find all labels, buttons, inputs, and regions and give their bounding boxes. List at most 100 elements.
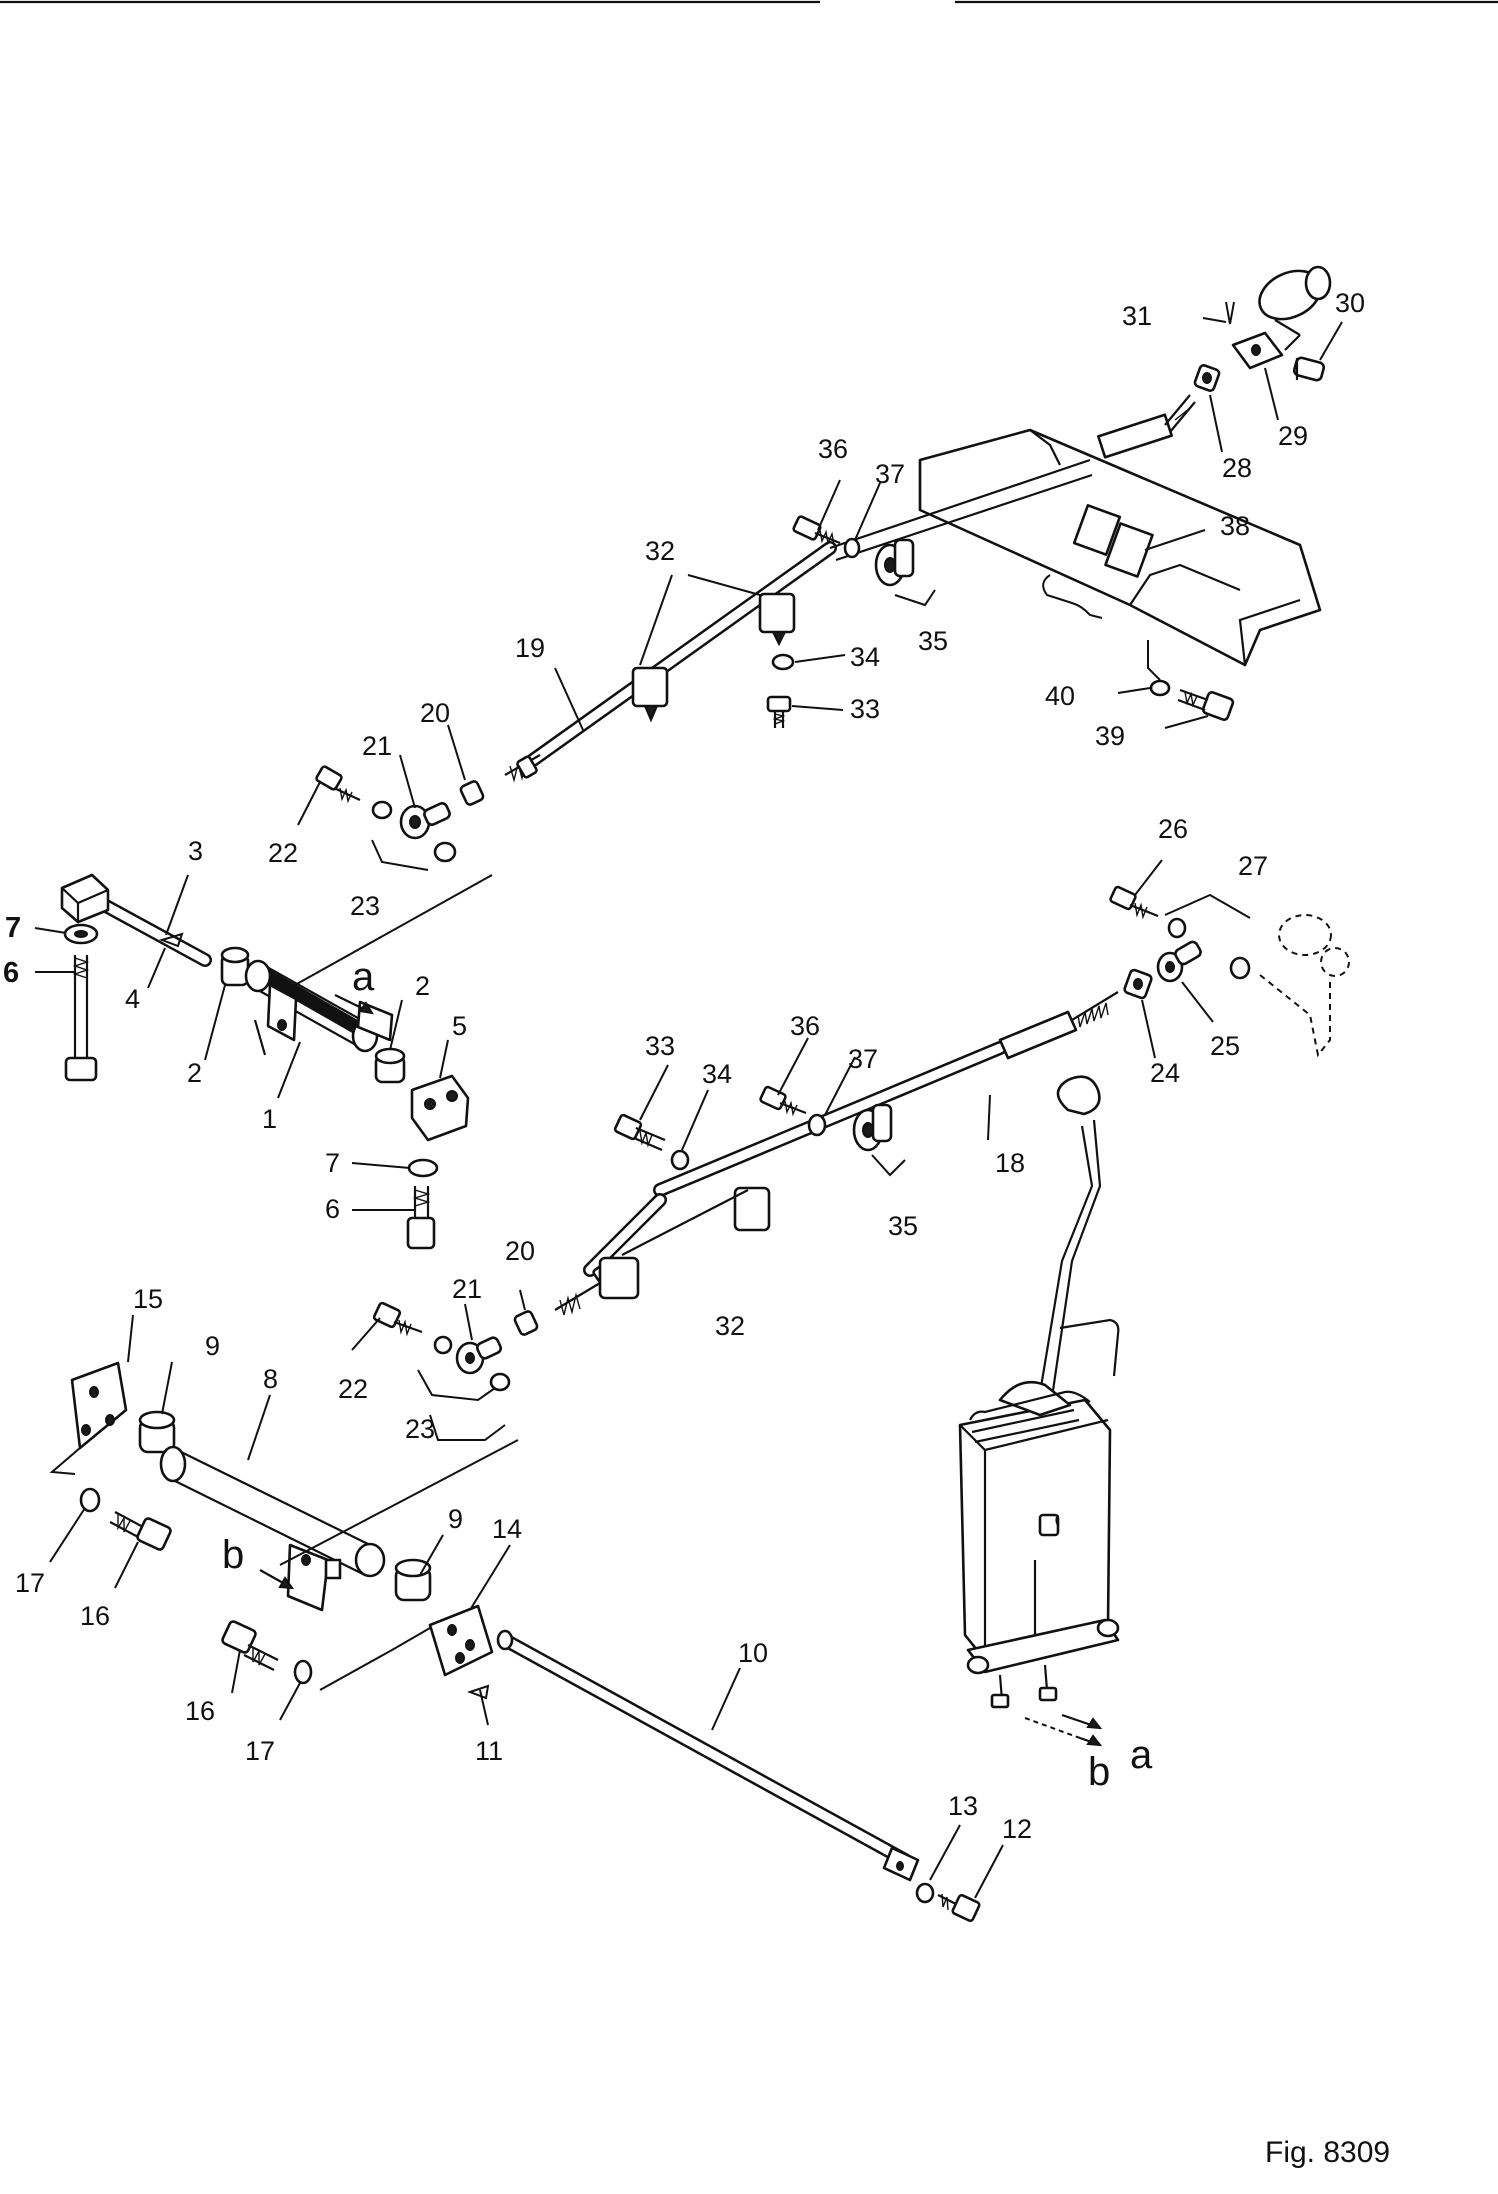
label-36-lower: 36 xyxy=(790,1011,820,1041)
label-2-left: 2 xyxy=(187,1058,202,1088)
view-letter-a-box: a xyxy=(1130,1733,1153,1777)
nut-20-upper xyxy=(459,780,485,806)
rod-end-21-lower xyxy=(455,1336,503,1375)
label-20-upper: 20 xyxy=(420,698,450,728)
label-24: 24 xyxy=(1150,1058,1180,1088)
pin-30 xyxy=(1292,356,1326,382)
label-7-left: 7 xyxy=(5,912,21,944)
clamp-35-lower xyxy=(852,1103,893,1152)
label-6-right: 6 xyxy=(325,1194,340,1224)
label-12: 12 xyxy=(1002,1814,1032,1844)
label-30: 30 xyxy=(1335,288,1365,318)
label-22-upper: 22 xyxy=(268,838,298,868)
bolt-39 xyxy=(1177,688,1235,721)
nut-24 xyxy=(1123,968,1153,1000)
label-29: 29 xyxy=(1278,421,1308,451)
plate-14 xyxy=(428,1604,494,1677)
view-arrows-control-box xyxy=(1024,1713,1103,1747)
bolt-16-right xyxy=(221,1620,279,1671)
label-10: 10 xyxy=(738,1638,768,1668)
rod-10 xyxy=(496,1629,920,1882)
washer-23a-upper xyxy=(371,800,393,820)
label-19: 19 xyxy=(515,633,545,663)
bolt-33-lower xyxy=(613,1113,666,1152)
washer-23b-lower xyxy=(489,1372,511,1392)
leader-dash-upper xyxy=(294,839,493,986)
washer-40 xyxy=(1149,679,1171,697)
bolt-22-lower xyxy=(372,1301,423,1337)
label-22-lower: 22 xyxy=(338,1374,368,1404)
label-28: 28 xyxy=(1222,453,1252,483)
label-23-upper: 23 xyxy=(350,891,380,921)
label-8: 8 xyxy=(263,1364,278,1394)
label-39: 39 xyxy=(1095,721,1125,751)
label-38: 38 xyxy=(1220,511,1250,541)
cotter-pin-31 xyxy=(1225,301,1235,325)
upper-lever-clevis xyxy=(1258,265,1332,351)
washer-27b xyxy=(1229,956,1251,980)
leader-lines xyxy=(34,317,1343,1899)
part-labels: 30 31 29 28 38 36 37 32 19 34 33 35 40 3… xyxy=(3,288,1365,1844)
key-4 xyxy=(158,932,184,948)
washer-23a-lower xyxy=(433,1335,453,1355)
label-35-upper: 35 xyxy=(918,626,948,656)
bolt-36-lower xyxy=(759,1085,807,1117)
yoke-29 xyxy=(1231,331,1284,370)
label-18: 18 xyxy=(995,1148,1025,1178)
label-21-lower: 21 xyxy=(452,1274,482,1304)
label-33-upper: 33 xyxy=(850,694,880,724)
upper-bracket-frame xyxy=(918,428,1322,667)
label-23-lower: 23 xyxy=(405,1414,435,1444)
bolt-12 xyxy=(937,1893,981,1923)
leader-40 xyxy=(1147,640,1161,681)
label-33-lower: 33 xyxy=(645,1031,675,1061)
label-31: 31 xyxy=(1122,301,1152,331)
figure-label: Fig. 8309 xyxy=(1265,2136,1390,2169)
bushing-9-left xyxy=(138,1410,176,1454)
label-34-upper: 34 xyxy=(850,642,880,672)
washer-34-upper xyxy=(771,653,795,671)
label-1: 1 xyxy=(262,1104,277,1134)
bolt-16-left xyxy=(109,1511,172,1551)
clamp-32-lower xyxy=(598,1186,771,1300)
washer-17-left xyxy=(79,1487,101,1513)
bolt-6-right xyxy=(406,1186,436,1250)
label-26: 26 xyxy=(1158,814,1188,844)
label-40: 40 xyxy=(1045,681,1075,711)
label-32-lower: 32 xyxy=(715,1311,745,1341)
label-21-upper: 21 xyxy=(362,731,392,761)
bushing-2-right xyxy=(374,1047,406,1084)
view-letter-b-box: b xyxy=(1088,1750,1110,1794)
label-2-right: 2 xyxy=(415,971,430,1001)
label-34-lower: 34 xyxy=(702,1059,732,1089)
label-6-left: 6 xyxy=(3,957,19,989)
label-17-right: 17 xyxy=(245,1736,275,1766)
label-3: 3 xyxy=(188,836,203,866)
shaft-8 xyxy=(159,1445,386,1612)
control-box xyxy=(958,1318,1120,1709)
label-27: 27 xyxy=(1238,851,1268,881)
washer-7-right xyxy=(407,1158,439,1178)
bolt-6-left xyxy=(64,955,98,1082)
cable-18 xyxy=(583,991,1119,1277)
clamp-35-upper xyxy=(874,538,915,587)
view-letter-a-lever: a xyxy=(352,955,375,999)
washer-13 xyxy=(915,1882,935,1904)
bushing-2-left xyxy=(220,946,250,987)
label-36-upper: 36 xyxy=(818,434,848,464)
label-16-left: 16 xyxy=(80,1601,110,1631)
bolt-26 xyxy=(1109,885,1159,920)
bolt-22-upper xyxy=(315,765,361,804)
label-5: 5 xyxy=(452,1011,467,1041)
washer-27a xyxy=(1167,917,1187,939)
view-arrow-b-shaft xyxy=(259,1569,295,1590)
label-9-right: 9 xyxy=(448,1504,463,1534)
clamp-32-upper xyxy=(631,592,796,723)
washer-37-lower xyxy=(807,1113,827,1137)
leader-dash-lower xyxy=(49,1414,519,1691)
washer-34-lower xyxy=(670,1149,690,1171)
label-20-lower: 20 xyxy=(505,1236,535,1266)
key-11 xyxy=(467,1684,490,1700)
washer-37-upper xyxy=(843,537,861,559)
